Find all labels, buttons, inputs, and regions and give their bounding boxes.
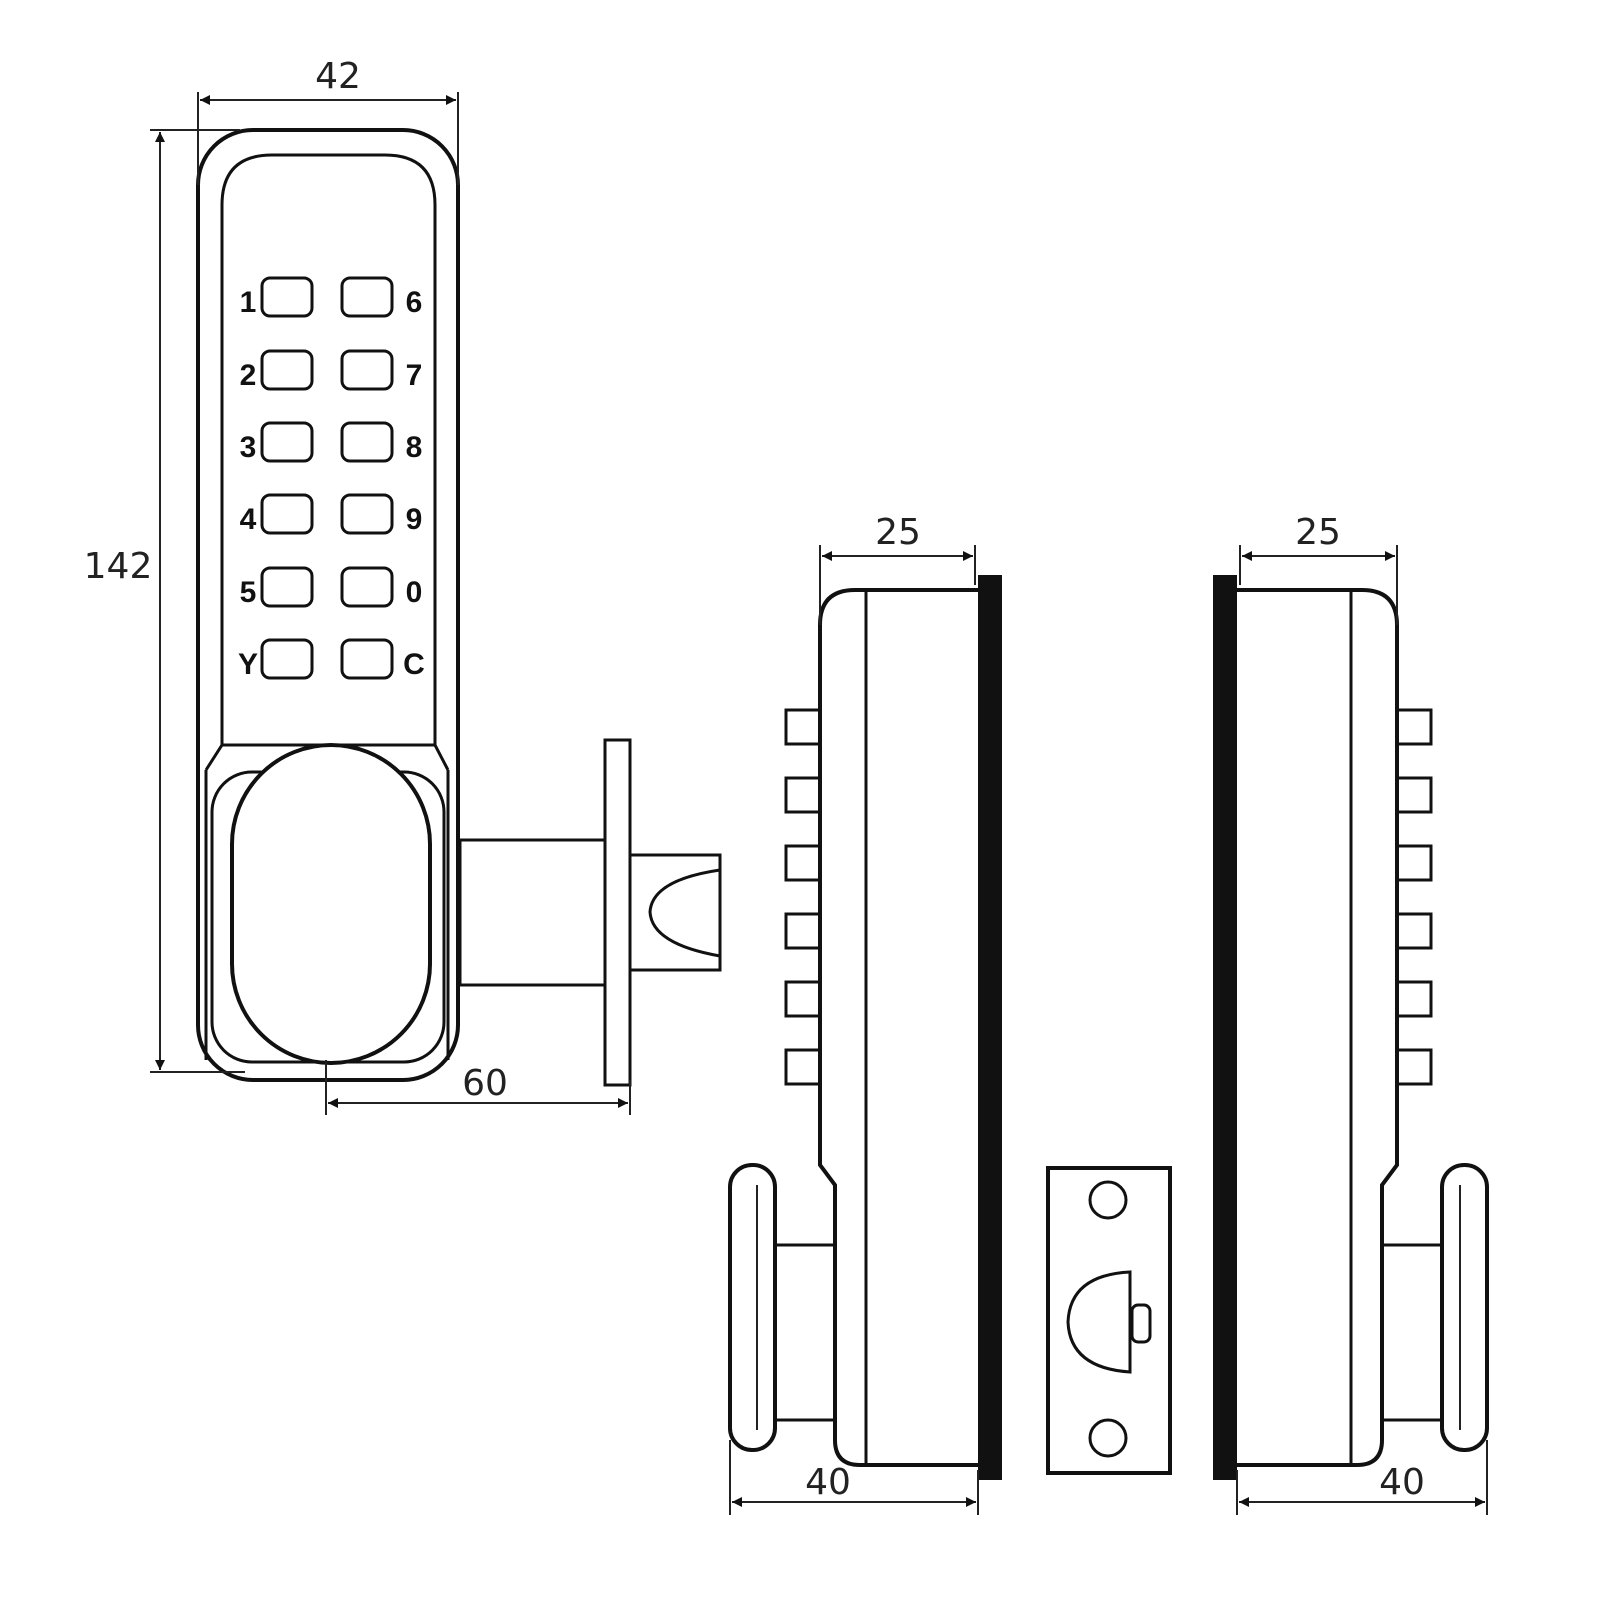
side-push-button bbox=[784, 912, 822, 950]
key-label-left: 3 bbox=[240, 431, 257, 464]
key-label-left: 5 bbox=[240, 576, 257, 609]
door-plate-right bbox=[1213, 575, 1237, 1480]
dim-knob-right: 40 bbox=[1379, 1462, 1425, 1503]
key-label-left: Y bbox=[238, 648, 258, 681]
side-buttons-left bbox=[784, 708, 822, 1086]
side-push-button bbox=[784, 708, 822, 746]
key-button-right bbox=[340, 638, 394, 680]
side-push-button bbox=[1395, 980, 1433, 1018]
key-label-right: 0 bbox=[406, 576, 423, 609]
front-keypad-panel bbox=[220, 153, 437, 745]
strike-hole-top bbox=[1088, 1180, 1128, 1220]
key-button-left bbox=[260, 493, 314, 535]
key-button-left bbox=[260, 349, 314, 391]
key-label-left: 2 bbox=[240, 359, 257, 392]
side-view-left bbox=[728, 575, 1002, 1480]
key-button-left bbox=[260, 276, 314, 318]
side-knob-left bbox=[728, 1163, 777, 1452]
dim-bolt-length: 60 bbox=[462, 1063, 508, 1104]
side-push-button bbox=[784, 1048, 822, 1086]
side-push-button bbox=[784, 776, 822, 814]
key-button-right bbox=[340, 493, 394, 535]
key-label-right: 7 bbox=[406, 359, 423, 392]
side-push-button bbox=[1395, 776, 1433, 814]
side-view-right bbox=[1213, 575, 1489, 1480]
key-label-right: C bbox=[403, 648, 425, 681]
key-label-left: 4 bbox=[240, 503, 257, 536]
side-push-button bbox=[1395, 708, 1433, 746]
dim-depth-left: 25 bbox=[875, 512, 921, 553]
key-label-right: 9 bbox=[406, 503, 423, 536]
side-push-button bbox=[784, 844, 822, 882]
door-plate-left bbox=[978, 575, 1002, 1480]
key-label-left: 1 bbox=[240, 286, 257, 319]
key-button-right bbox=[340, 349, 394, 391]
key-button-right bbox=[340, 421, 394, 463]
strike-hole-bottom bbox=[1088, 1418, 1128, 1458]
front-body-outer bbox=[196, 128, 460, 1082]
dim-height-front: 142 bbox=[84, 546, 153, 587]
dim-depth-right: 25 bbox=[1295, 512, 1341, 553]
key-button-left bbox=[260, 421, 314, 463]
key-label-right: 8 bbox=[406, 431, 423, 464]
dim-width-front: 42 bbox=[315, 56, 361, 97]
dimension-lines: 42 142 60 25 25 40 40 bbox=[84, 56, 1488, 1515]
front-view: 1 6 2 7 3 8 4 9 5 0Y C bbox=[196, 128, 722, 1087]
front-knob bbox=[230, 743, 432, 1065]
strike-plate bbox=[1046, 1166, 1172, 1475]
side-buttons-right bbox=[1395, 708, 1433, 1086]
side-push-button bbox=[1395, 912, 1433, 950]
keypad-keys: 1 6 2 7 3 8 4 9 5 0Y C bbox=[238, 276, 425, 681]
side-knob-right bbox=[1440, 1163, 1489, 1452]
dim-knob-left: 40 bbox=[805, 1462, 851, 1503]
key-button-left bbox=[260, 566, 314, 608]
key-button-right bbox=[340, 276, 394, 318]
key-button-left bbox=[260, 638, 314, 680]
front-latch bbox=[458, 738, 722, 1087]
side-push-button bbox=[784, 980, 822, 1018]
key-button-right bbox=[340, 566, 394, 608]
side-push-button bbox=[1395, 1048, 1433, 1086]
side-push-button bbox=[1395, 844, 1433, 882]
key-label-right: 6 bbox=[406, 286, 423, 319]
